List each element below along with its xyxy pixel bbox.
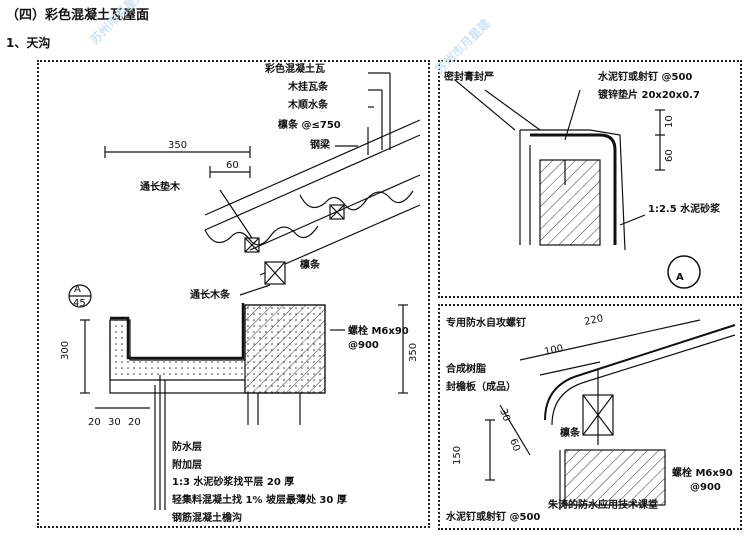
dimension-label: 60 — [664, 149, 675, 162]
bolt-label: 螺栓 M6x90 — [672, 466, 733, 479]
sealant-label: 密封膏封严 — [444, 70, 494, 83]
layer-label-bottom: 钢筋混凝土檐沟 — [172, 511, 242, 524]
layer-label-bottom: 轻集料混凝土找 1% 坡层最薄处 30 厚 — [172, 493, 347, 506]
detail-ref-number: 45 — [73, 298, 86, 309]
dimension-label: 20 — [88, 417, 101, 428]
screw-label: 专用防水自攻螺钉 — [446, 316, 526, 329]
detail-a-panel — [438, 60, 742, 298]
dimension-label: 220 — [583, 313, 604, 328]
dimension-label: 300 — [60, 341, 71, 360]
watermark-text: 苏州市月星建 — [87, 0, 149, 47]
dimension-label: 350 — [408, 343, 419, 362]
detail-b-drawing — [485, 319, 736, 510]
board-label-2: 封檐板（成品） — [446, 380, 516, 393]
board-label-1: 合成树脂 — [445, 362, 486, 375]
layer-label-bottom: 1:3 水泥砂浆找平层 20 厚 — [172, 475, 294, 488]
batten-label: 通长垫木 — [140, 180, 181, 193]
main-gutter-panel — [37, 60, 430, 528]
dimension-label: 350 — [168, 140, 187, 151]
nail-label: 水泥钉或射钉 @500 — [445, 510, 540, 523]
main-drawing — [68, 72, 421, 510]
bolt-spacing-label: @900 — [690, 482, 721, 493]
dimension-label: 100 — [543, 343, 564, 358]
layer-label-top: 彩色混凝土瓦 — [264, 62, 325, 75]
dimension-label: 10 — [664, 115, 675, 128]
detail-b-labels: 专用防水自攻螺钉 220 100 合成树脂 封檐板（成品） 30 60 檩条 1… — [445, 313, 733, 523]
dimension-label: 60 — [507, 437, 522, 453]
washer-label: 镀锌垫片 20x20x0.7 — [598, 88, 700, 101]
dimension-label: 20 — [128, 417, 141, 428]
main-labels: 彩色混凝土瓦 木挂瓦条 木顺水条 檩条 @≤750 钢梁 350 60 通长垫木… — [60, 62, 419, 524]
section-heading: （四）彩色混凝土瓦屋面 — [6, 8, 150, 23]
dimension-label: 150 — [452, 446, 463, 465]
dimension-label: 30 — [497, 407, 512, 423]
purlin-label: 檩条 — [560, 426, 581, 439]
detail-b-panel — [438, 304, 742, 530]
detail-a-marker: A — [676, 272, 684, 283]
layer-label-top: 木顺水条 — [287, 98, 329, 111]
bolt-label: 螺栓 M6x90 — [348, 324, 409, 337]
layer-label-top: 钢梁 — [310, 138, 331, 151]
detail-ref-letter: A — [74, 284, 81, 295]
dimension-label: 30 — [108, 417, 121, 428]
purlin-label: 檩条 — [300, 258, 321, 271]
bolt-spacing-label: @900 — [348, 340, 379, 351]
nail-label: 水泥钉或射钉 @500 — [597, 70, 692, 83]
long-batten-label: 通长木条 — [190, 288, 231, 301]
watermark-text: 苏州市月星建 — [432, 15, 494, 77]
layer-label-top: 檩条 @≤750 — [278, 118, 341, 131]
layer-label-bottom: 附加层 — [172, 458, 202, 471]
detail-a-labels: 密封膏封严 水泥钉或射钉 @500 镀锌垫片 20x20x0.7 10 60 1… — [444, 70, 721, 283]
footer-watermark: 朱涛的防水应用技术课堂 — [548, 498, 658, 511]
layer-label-bottom: 防水层 — [172, 440, 202, 453]
mortar-label: 1:2.5 水泥砂浆 — [648, 202, 721, 215]
subsection-heading: 1、天沟 — [6, 36, 51, 50]
dimension-label: 60 — [226, 160, 239, 171]
detail-a-drawing — [454, 79, 701, 289]
layer-label-top: 木挂瓦条 — [287, 80, 329, 93]
